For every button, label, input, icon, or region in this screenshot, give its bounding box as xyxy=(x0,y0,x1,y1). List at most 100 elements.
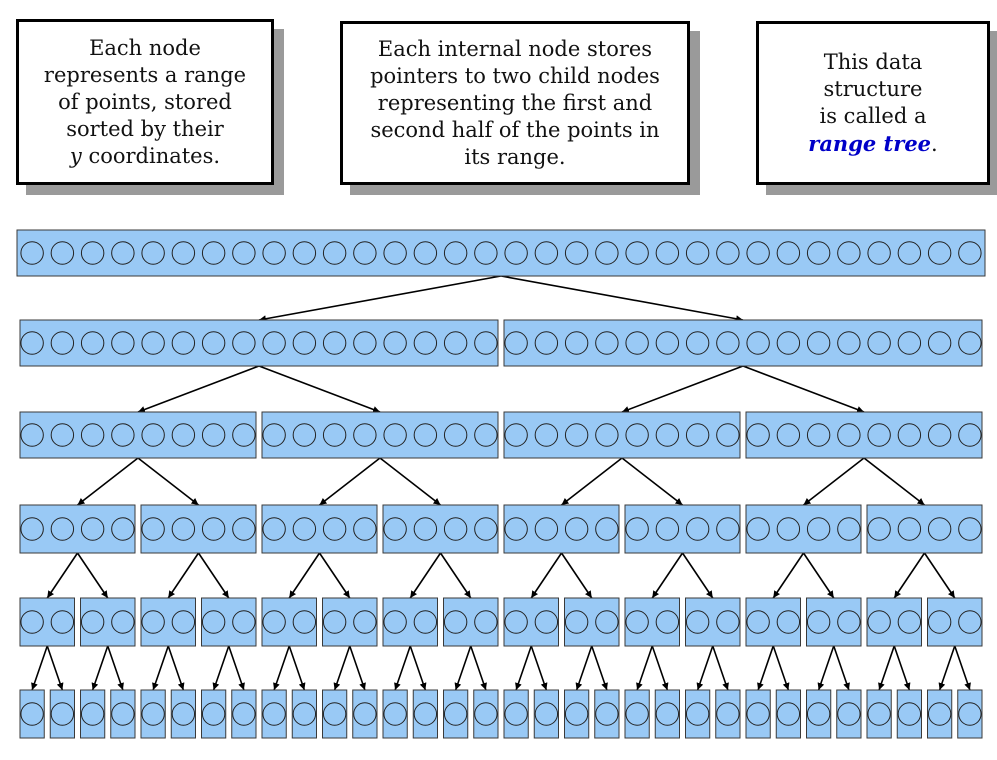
child-pointer-arrow xyxy=(106,645,124,691)
tree-node-l5-25 xyxy=(775,689,801,739)
point-circle xyxy=(897,610,922,634)
point-circle xyxy=(625,610,649,634)
tree-node-l3-5 xyxy=(624,504,741,554)
point-circle xyxy=(504,702,528,726)
child-pointer-arrow xyxy=(409,552,442,599)
point-circle xyxy=(625,331,649,355)
tree-node-l3-4 xyxy=(503,504,620,554)
callout-range-tree-text: This data structure is called a xyxy=(819,49,927,128)
point-circle xyxy=(322,517,347,541)
child-pointer-arrow xyxy=(711,645,729,691)
point-circle xyxy=(80,517,105,541)
tree-node-l5-11 xyxy=(352,689,378,739)
child-pointer-arrow xyxy=(167,552,200,599)
child-pointer-arrow xyxy=(772,552,805,599)
point-circle xyxy=(111,423,135,447)
child-pointer-arrow xyxy=(288,552,321,599)
child-pointer-arrow xyxy=(621,457,683,506)
tree-node-l5-28 xyxy=(866,689,892,739)
point-circle xyxy=(625,241,649,265)
point-circle xyxy=(20,423,44,447)
point-circle xyxy=(927,423,952,447)
point-circle xyxy=(716,702,740,726)
point-circle xyxy=(141,423,165,447)
tree-node-l2-1 xyxy=(261,411,499,459)
point-circle xyxy=(443,241,468,265)
point-circle xyxy=(383,331,407,355)
tree-node-l5-30 xyxy=(927,689,953,739)
point-circle xyxy=(171,702,196,726)
child-pointer-arrow xyxy=(863,457,925,506)
point-circle xyxy=(232,517,256,541)
tree-node-l5-6 xyxy=(201,689,227,739)
child-pointer-arrow xyxy=(454,645,472,691)
point-circle xyxy=(413,517,438,541)
point-circle xyxy=(564,241,589,265)
point-circle xyxy=(927,702,952,726)
point-circle xyxy=(383,423,407,447)
child-pointer-arrow xyxy=(288,645,306,691)
child-pointer-arrow xyxy=(46,645,64,691)
point-circle xyxy=(655,241,680,265)
tree-node-l3-7 xyxy=(866,504,983,554)
point-circle xyxy=(595,331,619,355)
tree-node-l5-20 xyxy=(624,689,650,739)
tree-node-l2-2 xyxy=(503,411,741,459)
point-circle xyxy=(201,331,226,355)
point-circle xyxy=(383,702,407,726)
point-circle xyxy=(716,517,740,541)
point-circle xyxy=(837,423,861,447)
point-circle xyxy=(322,423,347,447)
point-circle xyxy=(534,423,559,447)
point-circle xyxy=(292,423,317,447)
point-circle xyxy=(958,331,982,355)
point-circle xyxy=(262,241,286,265)
child-pointer-arrow xyxy=(575,645,593,691)
point-circle xyxy=(625,423,649,447)
tree-node-l4-3 xyxy=(201,597,257,647)
point-circle xyxy=(232,423,256,447)
point-circle xyxy=(716,423,740,447)
point-circle xyxy=(837,610,861,634)
point-circle xyxy=(171,241,196,265)
point-circle xyxy=(50,241,75,265)
point-circle xyxy=(806,517,831,541)
point-circle xyxy=(897,702,922,726)
tree-node-l3-2 xyxy=(261,504,378,554)
point-circle xyxy=(443,517,468,541)
callout-range-tree-after: . xyxy=(931,131,938,156)
point-circle xyxy=(20,241,44,265)
point-circle xyxy=(171,331,196,355)
tree-node-l5-10 xyxy=(322,689,348,739)
tree-node-l4-1 xyxy=(80,597,136,647)
point-circle xyxy=(171,517,196,541)
tree-nodes xyxy=(16,229,986,739)
child-pointer-arrow xyxy=(469,645,487,691)
point-circle xyxy=(80,241,105,265)
point-circle xyxy=(927,331,952,355)
point-circle xyxy=(716,241,740,265)
point-circle xyxy=(958,702,982,726)
tree-node-l0-0 xyxy=(16,229,986,277)
point-circle xyxy=(80,702,105,726)
callout-node-ranges: Each node represents a range of points, … xyxy=(16,19,274,185)
point-circle xyxy=(655,610,680,634)
tree-node-l5-23 xyxy=(715,689,741,739)
point-circle xyxy=(595,610,619,634)
child-pointer-arrow xyxy=(742,365,865,413)
tree-node-l5-8 xyxy=(261,689,287,739)
point-circle xyxy=(262,702,286,726)
tree-node-l5-9 xyxy=(291,689,317,739)
tree-node-l5-13 xyxy=(412,689,438,739)
point-circle xyxy=(474,517,498,541)
tree-node-l4-7 xyxy=(443,597,499,647)
point-circle xyxy=(776,423,801,447)
tree-node-l4-12 xyxy=(745,597,801,647)
child-pointer-arrow xyxy=(212,645,230,691)
point-circle xyxy=(746,610,770,634)
tree-node-l4-14 xyxy=(866,597,922,647)
child-pointer-arrow xyxy=(348,645,366,691)
tree-node-l5-4 xyxy=(140,689,166,739)
point-circle xyxy=(806,331,831,355)
tree-node-l5-1 xyxy=(49,689,75,739)
